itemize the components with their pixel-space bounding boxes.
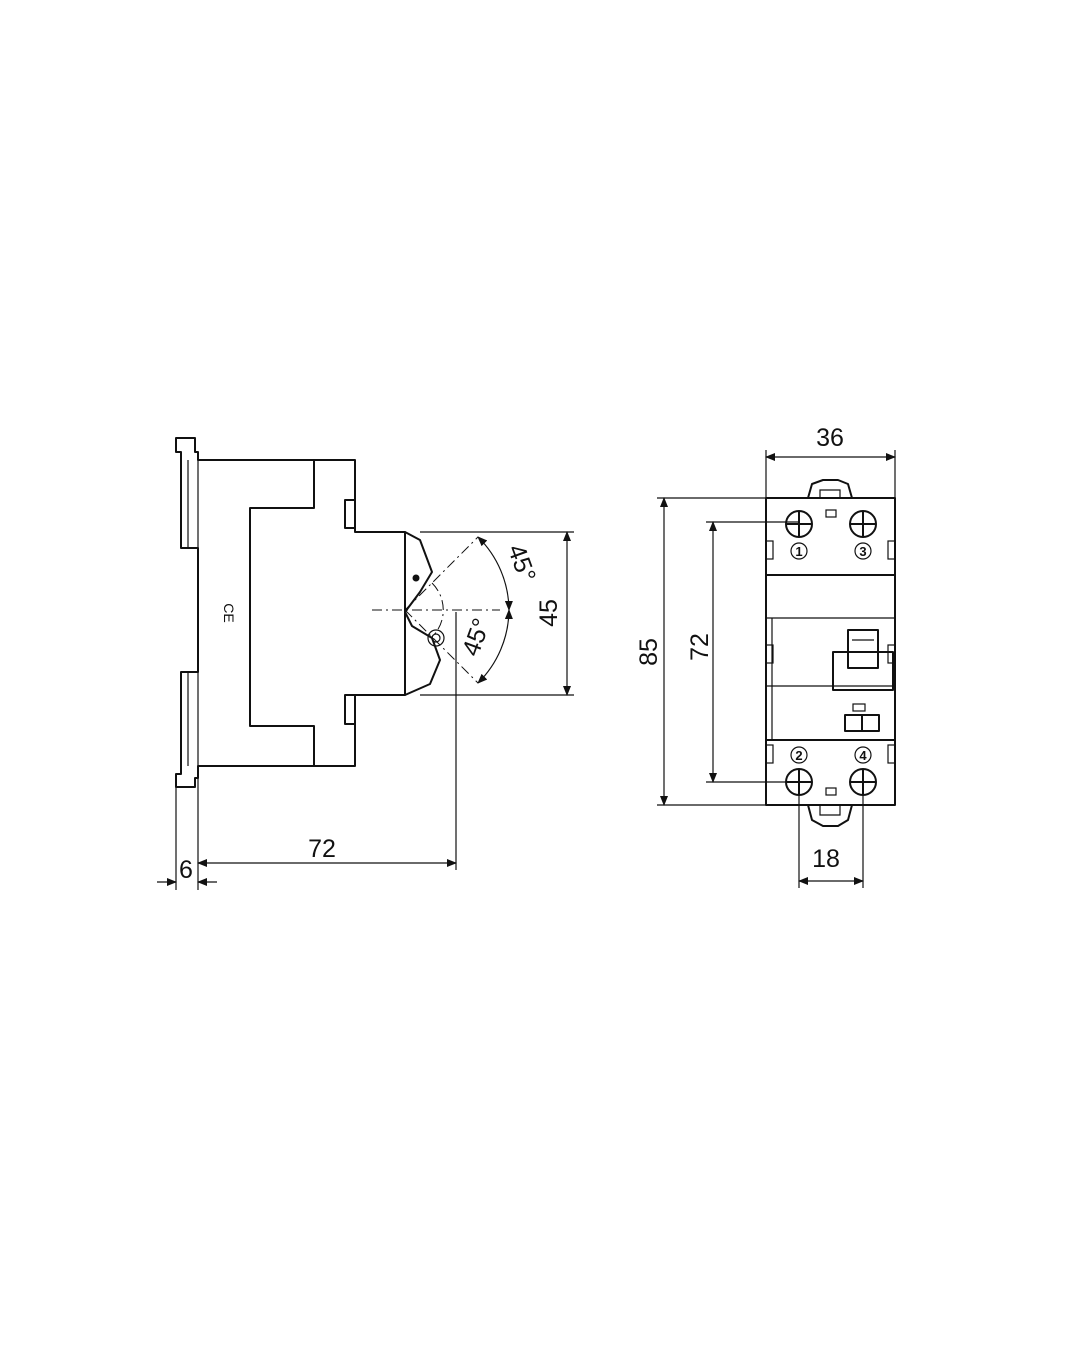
side-inner-recess	[249, 459, 355, 766]
depth-label: 72	[308, 835, 336, 863]
lever-height-label: 45	[535, 599, 563, 627]
front-test-button	[852, 703, 866, 712]
side-notch-bottom	[344, 694, 355, 725]
angle-arc-down	[477, 609, 513, 684]
side-body-outline	[175, 437, 406, 788]
height-label: 85	[635, 638, 663, 666]
angle-up-label: 45°	[502, 541, 541, 586]
screw-terminal-3	[849, 510, 877, 538]
angle-down-label: 45°	[457, 615, 496, 660]
lever-ray-down	[404, 609, 479, 684]
side-view: CE 45° 45° 45 72 6	[157, 437, 574, 890]
angle-arc-up	[477, 536, 513, 611]
front-top-slot	[825, 509, 837, 518]
toggle-lever-lower	[404, 611, 441, 696]
lever-pivot-dot	[412, 574, 420, 582]
width-label: 36	[816, 424, 844, 452]
screw-terminal-1	[785, 510, 813, 538]
front-bottom-slot	[825, 787, 837, 796]
terminal-label-3: 3	[859, 544, 866, 559]
pitch-h-label: 18	[812, 845, 840, 873]
front-bottom-clip	[807, 804, 853, 827]
side-notch-top	[344, 499, 355, 529]
front-lever-window	[832, 651, 894, 691]
lever-knob	[427, 629, 445, 647]
terminal-label-4: 4	[859, 748, 867, 763]
lever-ray-up	[404, 536, 479, 611]
front-lever	[847, 629, 879, 669]
pitch-v-label: 72	[686, 633, 714, 661]
front-view: 1 3 2 4 36 85 72 18	[635, 424, 896, 888]
terminal-label-1: 1	[795, 544, 802, 559]
terminal-label-2: 2	[795, 748, 802, 763]
lever-arc-inner	[431, 582, 444, 638]
toggle-lever	[404, 531, 433, 613]
front-top-clip	[807, 479, 853, 499]
ce-mark: CE	[221, 603, 237, 622]
rail-offset-label: 6	[179, 856, 193, 884]
